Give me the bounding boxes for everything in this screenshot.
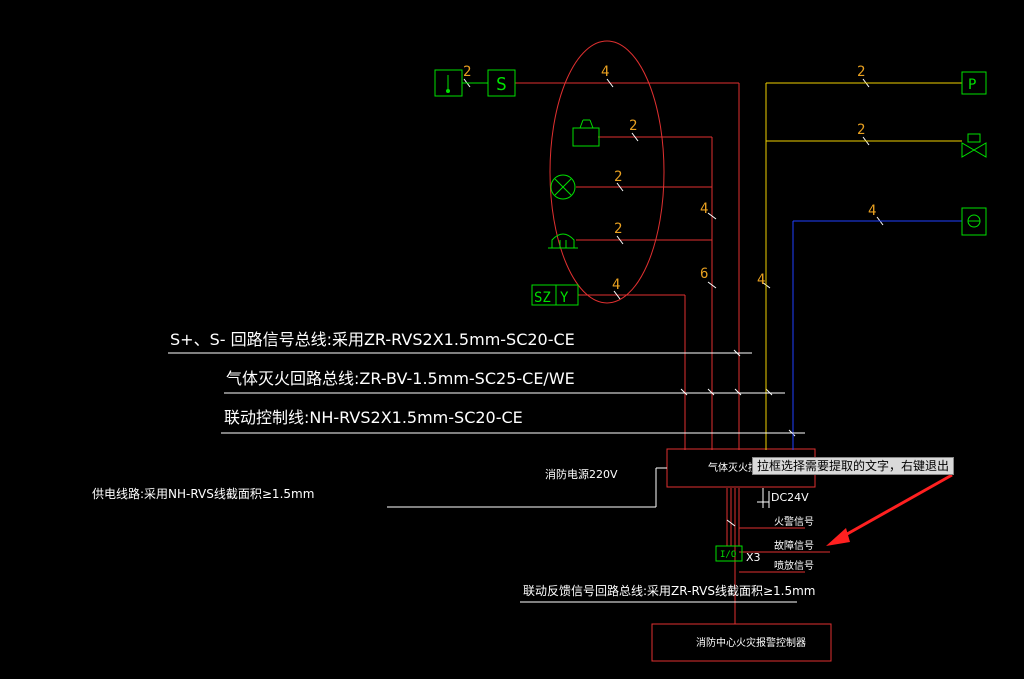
- loop-signal-bus-label: S+、S- 回路信号总线:采用ZR-RVS2X1.5mm-SC20-CE: [170, 330, 575, 349]
- alarm-bell-icon[interactable]: [548, 233, 578, 249]
- sound-light-alarm-icon[interactable]: [572, 119, 600, 147]
- dc24v-label: DC24V: [771, 491, 809, 504]
- blue-wires: [792, 220, 962, 450]
- feedback-line-label: 联动反馈信号回路总线:采用ZR-RVS线截面积≥1.5mm: [523, 583, 815, 598]
- device-group-ellipse: [549, 40, 665, 304]
- fire-signal-label: 火警信号: [774, 515, 814, 528]
- center-controller-label: 消防中心火灾报警控制器: [696, 636, 806, 649]
- fire-alarm-center-box[interactable]: [651, 623, 832, 662]
- count-row3: 2: [614, 169, 622, 185]
- white-bus-lines: [168, 352, 805, 603]
- supply-line-label: 供电线路:采用NH-RVS线截面积≥1.5mm: [92, 486, 314, 501]
- io-module-icon[interactable]: [715, 545, 743, 562]
- solenoid-valve-icon[interactable]: [961, 133, 987, 158]
- multiplier-label: X3: [746, 551, 761, 564]
- szy-right-label: Y: [560, 290, 569, 306]
- count-top-a: 2: [463, 64, 471, 80]
- count-row3-right: 4: [700, 201, 708, 217]
- s-module-icon[interactable]: [487, 69, 516, 97]
- red-wires: [515, 40, 832, 662]
- pressure-switch-icon[interactable]: [961, 71, 987, 95]
- wire-counts: 2 4 2 2 4 2 4 6 2 2 4 4: [463, 64, 876, 293]
- count-right-top: 2: [857, 64, 865, 80]
- fire-power-label: 消防电源220V: [545, 467, 618, 481]
- annotation-arrow: [826, 473, 953, 546]
- gas-loop-bus-label: 气体灭火回路总线:ZR-BV-1.5mm-SC25-CE/WE: [226, 369, 575, 388]
- szy-left-label: SZ: [534, 290, 551, 306]
- indicator-lamp-icon[interactable]: [550, 174, 576, 200]
- extract-text-tooltip: 拉框选择需要提取的文字，右键退出: [752, 457, 955, 475]
- release-indicator-icon[interactable]: [961, 207, 987, 236]
- count-top-b: 4: [601, 64, 609, 80]
- s-box-label: S: [496, 74, 507, 95]
- yellow-wires: [765, 82, 962, 450]
- count-row5-right: 6: [700, 266, 708, 282]
- count-row5: 4: [612, 277, 620, 293]
- labels: S+、S- 回路信号总线:采用ZR-RVS2X1.5mm-SC20-CE 气体灭…: [92, 330, 815, 649]
- symbol-text: S SZ Y P I/O: [496, 74, 976, 560]
- io-box-label: I/O: [720, 550, 736, 560]
- szy-right-box[interactable]: [555, 284, 579, 306]
- spray-signal-label: 喷放信号: [774, 559, 814, 572]
- count-row4: 2: [614, 221, 622, 237]
- linkage-line-label: 联动控制线:NH-RVS2X1.5mm-SC20-CE: [224, 408, 523, 427]
- count-right-mid: 2: [857, 122, 865, 138]
- count-row2: 2: [629, 118, 637, 134]
- device-symbols: [434, 69, 987, 562]
- count-right-vertical: 4: [757, 272, 765, 288]
- fault-signal-label: 故障信号: [774, 539, 814, 552]
- p-box-label: P: [968, 77, 976, 93]
- count-right-blue: 4: [868, 203, 876, 219]
